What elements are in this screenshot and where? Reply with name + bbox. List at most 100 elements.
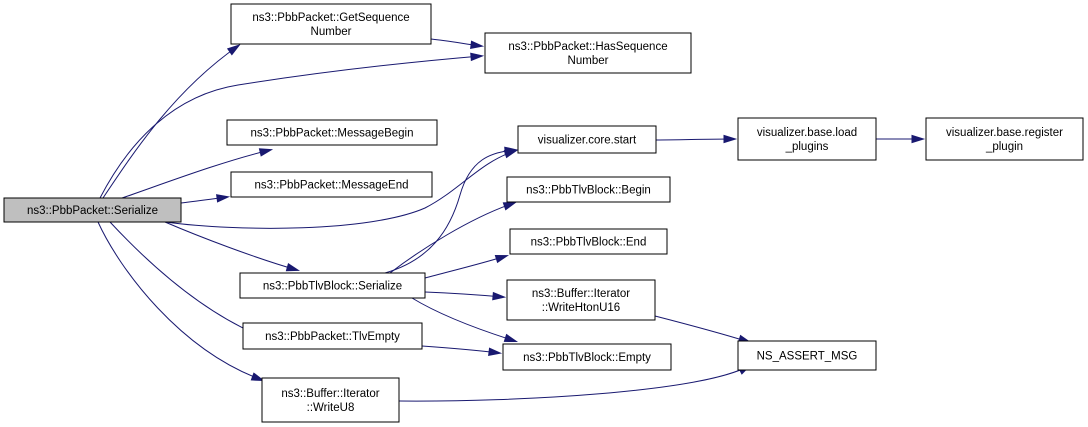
node-msg-end[interactable]: ns3::PbbPacket::MessageEnd [230, 171, 433, 198]
edge-tlv_empty_pkt-to-tlv_empty [421, 345, 503, 356]
node-box [3, 197, 182, 223]
node-label: ns3::PbbPacket::MessageEnd [254, 180, 408, 192]
edge-line [411, 297, 516, 342]
call-edges [97, 38, 926, 402]
arrowhead-icon [494, 254, 510, 264]
node-label: ::WriteU8 [307, 402, 355, 414]
node-tlv-end[interactable]: ns3::PbbTlvBlock::End [509, 228, 668, 255]
node-box [517, 125, 657, 154]
node-box [506, 279, 656, 321]
node-box [502, 343, 672, 371]
edge-serialize_packet-to-write_u8 [97, 221, 265, 382]
edge-serialize_packet-to-get_seq [102, 44, 241, 199]
arrowhead-icon [911, 134, 926, 144]
node-msg-begin[interactable]: ns3::PbbPacket::MessageBegin [226, 119, 438, 146]
node-label: ns3::Buffer::Iterator [281, 388, 379, 400]
arrowhead-icon [226, 44, 241, 56]
node-label: ns3::PbbPacket::HasSequence [508, 41, 667, 53]
edge-line [121, 149, 271, 199]
edge-line [384, 149, 516, 274]
node-tlv-begin[interactable]: ns3::PbbTlvBlock::Begin [506, 176, 671, 203]
node-serialize-packet: ns3::PbbPacket::Serialize [3, 197, 182, 223]
arrowhead-icon [723, 134, 738, 144]
node-label: ns3::PbbPacket::TlvEmpty [265, 331, 400, 343]
node-box [506, 176, 671, 203]
edge-serialize_packet-to-tlv_serialize [164, 221, 301, 272]
node-label: visualizer.core.start [538, 135, 637, 147]
node-label: ns3::PbbPacket::GetSequence [252, 12, 409, 24]
node-box [484, 32, 692, 74]
edge-viz_start-to-viz_load [655, 134, 738, 144]
node-box [737, 340, 877, 371]
node-label: visualizer.base.load [757, 127, 857, 139]
edge-line [424, 255, 507, 279]
node-box [737, 117, 877, 161]
node-label: ns3::Buffer::Iterator [532, 288, 630, 300]
edge-line [654, 315, 750, 343]
edge-line [102, 45, 239, 199]
edge-line [164, 150, 516, 229]
edge-line [99, 55, 482, 199]
edge-line [655, 138, 735, 141]
node-label: ns3::PbbTlvBlock::End [531, 237, 647, 249]
node-label: _plugins [785, 141, 829, 153]
node-label: ns3::PbbPacket::MessageBegin [250, 128, 413, 140]
node-label: ns3::PbbTlvBlock::Empty [523, 352, 651, 364]
node-write-hton[interactable]: ns3::Buffer::Iterator::WriteHtonU16 [506, 279, 656, 321]
edge-line [389, 202, 515, 274]
node-tlv-serialize[interactable]: ns3::PbbTlvBlock::Serialize [239, 272, 426, 299]
node-box [239, 272, 426, 299]
node-box [261, 377, 400, 423]
edge-line [97, 221, 263, 381]
edge-write_hton-to-assert [654, 315, 753, 343]
node-box [925, 117, 1084, 161]
node-label: visualizer.base.register [946, 127, 1063, 139]
node-label: _plugin [985, 141, 1023, 153]
node-label: Number [311, 26, 352, 38]
edge-tlv_serialize-to-write_hton [424, 291, 507, 301]
node-viz-load[interactable]: visualizer.base.load _plugins [737, 117, 877, 161]
arrowhead-icon [470, 52, 485, 62]
node-box [230, 171, 433, 198]
edge-line [109, 221, 259, 336]
node-box [230, 3, 432, 45]
arrowhead-icon [502, 201, 518, 211]
arrowhead-icon [216, 194, 231, 203]
edge-line [164, 221, 298, 271]
node-label: NS_ASSERT_MSG [757, 351, 858, 363]
edge-tlv_serialize-to-viz_start [384, 146, 519, 274]
edge-line [424, 291, 504, 298]
node-tlv-empty-pkt[interactable]: ns3::PbbPacket::TlvEmpty [242, 322, 423, 350]
edge-tlv_serialize-to-tlv_begin [389, 201, 518, 274]
arrowhead-icon [488, 347, 503, 356]
edge-line [421, 345, 500, 354]
arrowhead-icon [470, 40, 485, 49]
node-label: ::WriteHtonU16 [542, 302, 620, 314]
edge-viz_load-to-viz_register [876, 134, 926, 144]
node-tlv-empty[interactable]: ns3::PbbTlvBlock::Empty [502, 343, 672, 371]
edge-tlv_serialize-to-tlv_empty [411, 297, 519, 342]
node-viz-register[interactable]: visualizer.base.register _plugin [925, 117, 1084, 161]
arrowhead-icon [504, 146, 519, 156]
edge-serialize_packet-to-msg_end [180, 194, 231, 204]
node-write-u8[interactable]: ns3::Buffer::Iterator::WriteU8 [261, 377, 400, 423]
edge-serialize_packet-to-msg_begin [121, 148, 274, 199]
node-box [226, 119, 438, 146]
function-nodes: ns3::PbbPacket::Serializens3::PbbPacket:… [3, 3, 1084, 423]
arrowhead-icon [250, 372, 265, 382]
edge-line [398, 365, 750, 402]
node-box [509, 228, 668, 255]
edge-write_u8-to-assert [398, 364, 752, 402]
arrowhead-icon [285, 262, 301, 272]
node-assert[interactable]: NS_ASSERT_MSG [737, 340, 877, 371]
node-label: ns3::PbbPacket::Serialize [27, 205, 158, 217]
node-box [242, 322, 423, 350]
arrowhead-icon [503, 333, 519, 342]
node-viz-start[interactable]: visualizer.core.start [517, 125, 657, 154]
arrowhead-icon [258, 148, 274, 157]
edge-tlv_serialize-to-tlv_end [424, 254, 510, 279]
edge-get_seq-to-has_seq [430, 38, 485, 49]
